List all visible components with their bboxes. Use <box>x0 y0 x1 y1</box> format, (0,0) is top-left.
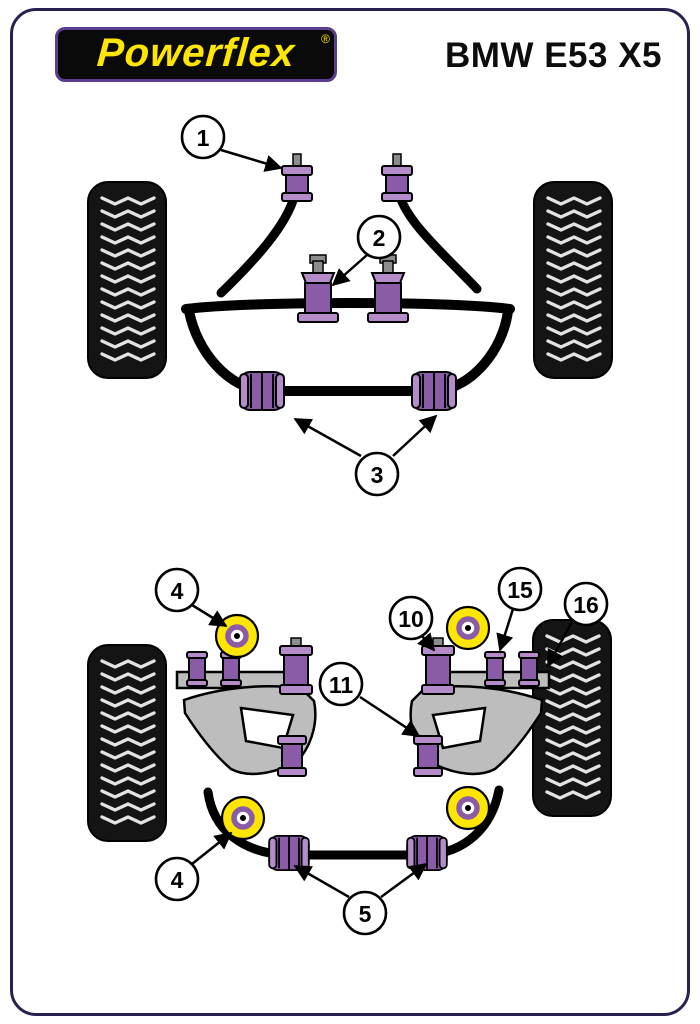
rear-right-upper-arm-bushing <box>421 637 455 695</box>
callout-3-circle <box>354 451 400 497</box>
callout-5-arrow-left <box>293 864 350 899</box>
callout-1-label: 1 <box>197 125 210 151</box>
callout-16-circle <box>563 581 609 627</box>
rear-right-lower-arm-bushing <box>413 735 443 777</box>
callout-16-arrow <box>546 619 575 668</box>
rear-left-bracket-bushing-outer <box>186 651 208 687</box>
callout-16-label: 16 <box>573 592 599 618</box>
rear-suspension-diagram: 4 10 15 16 11 <box>88 566 611 936</box>
rear-arb-barrel-bushing-right <box>406 835 448 871</box>
callout-10-circle <box>388 595 434 641</box>
callout-4-upper-arrow <box>191 603 228 628</box>
callout-11: 11 <box>318 661 421 738</box>
callout-11-label: 11 <box>329 672 354 698</box>
drop-link-bushing-right <box>381 153 413 202</box>
rear-right-bracket-bushing-outer <box>518 651 540 687</box>
callout-4-lower-label: 4 <box>171 867 184 893</box>
callout-1-circle <box>180 114 226 160</box>
callout-2-circle <box>356 214 402 260</box>
callout-5-arrow-right <box>380 862 428 899</box>
callout-3-arrow-left <box>293 417 362 458</box>
front-left-tire <box>88 182 166 378</box>
subframe-mount-rear-right <box>447 787 489 829</box>
callout-10: 10 <box>388 595 436 652</box>
callout-4-upper-label: 4 <box>171 578 184 604</box>
callout-3-label: 3 <box>371 462 384 488</box>
page-border-frame <box>10 8 690 1016</box>
powerflex-logo: Powerflex ® <box>55 27 337 82</box>
registered-trademark-icon: ® <box>321 32 330 46</box>
arb-barrel-bushing-left <box>239 371 285 411</box>
callout-2-arrow <box>331 254 368 287</box>
arb-clamp-bushing-left <box>297 254 339 323</box>
front-right-tire <box>534 182 612 378</box>
rear-right-bracket-bushing-inner <box>484 651 506 687</box>
callout-4-upper: 4 <box>154 567 228 628</box>
arb-barrel-bushing-right <box>411 371 457 411</box>
front-anti-roll-bar-loop <box>184 306 513 396</box>
callout-10-arrow <box>417 632 436 652</box>
callout-4-lower: 4 <box>154 831 233 902</box>
front-right-drop-link <box>394 189 482 294</box>
callout-4-lower-arrow <box>191 831 233 865</box>
callout-10-label: 10 <box>398 606 424 632</box>
callout-1: 1 <box>180 114 283 172</box>
callout-15-label: 15 <box>507 577 533 603</box>
callout-2: 2 <box>331 214 402 287</box>
subframe-mount-front-right <box>447 607 489 649</box>
drop-link-bushing-left <box>281 153 313 202</box>
arb-clamp-bushing-right <box>367 254 409 323</box>
rear-right-tire <box>533 620 611 816</box>
callout-15: 15 <box>496 566 543 652</box>
rear-anti-roll-bar <box>203 785 504 860</box>
rear-left-upper-arm-bushing <box>279 637 313 695</box>
rear-left-tire <box>88 645 166 841</box>
vehicle-title: BMW E53 X5 <box>445 36 662 75</box>
callout-5-circle <box>342 890 388 936</box>
front-suspension-diagram: 1 2 3 <box>88 114 612 497</box>
callout-4-lower-circle <box>154 856 200 902</box>
front-anti-roll-bar <box>181 298 515 314</box>
rear-left-lower-arm-bushing <box>277 735 307 777</box>
rear-arb-barrel-bushing-left <box>268 835 310 871</box>
callout-5-label: 5 <box>359 901 372 927</box>
callout-5: 5 <box>293 862 428 936</box>
callout-1-arrow <box>220 148 283 172</box>
front-left-drop-link <box>216 189 300 298</box>
subframe-mount-rear-left <box>222 797 264 839</box>
callout-2-label: 2 <box>373 225 386 251</box>
callout-11-arrow <box>359 695 421 738</box>
callout-4-upper-circle <box>154 567 200 613</box>
callout-16: 16 <box>546 581 609 668</box>
callout-15-arrow <box>496 608 515 652</box>
callout-3-arrow-right <box>392 414 438 457</box>
callout-15-circle <box>497 566 543 612</box>
callout-11-circle <box>318 661 364 707</box>
subframe-mount-front-left <box>216 615 258 657</box>
callout-3: 3 <box>293 414 438 497</box>
